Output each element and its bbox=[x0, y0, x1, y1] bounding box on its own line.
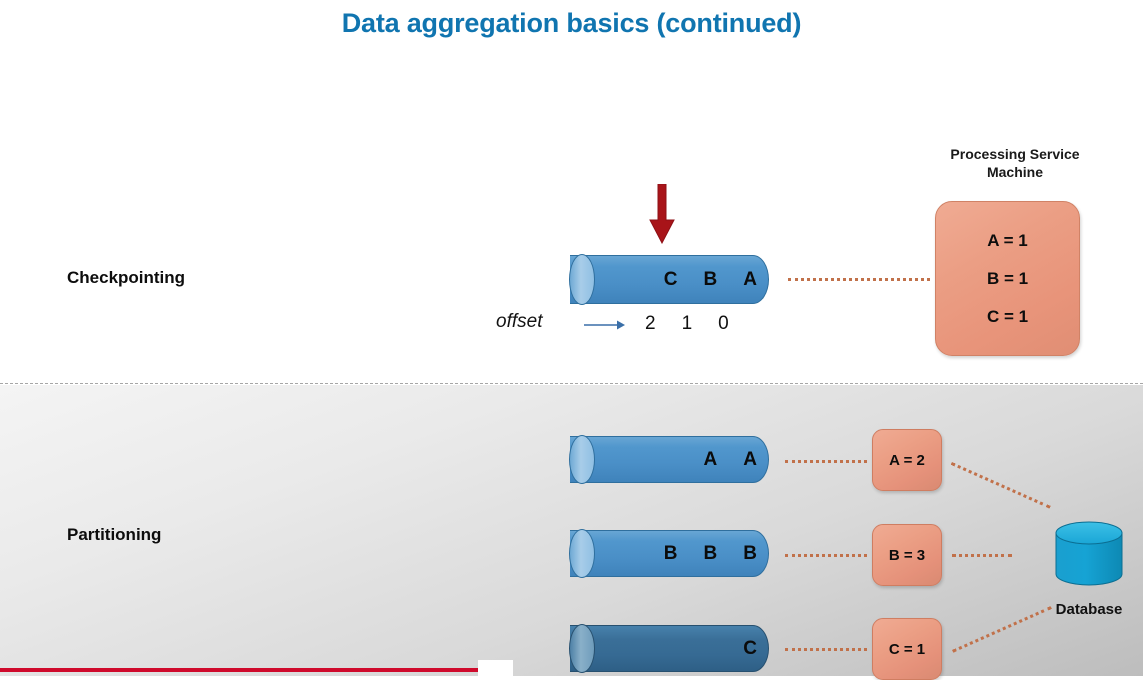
connector-partition-c bbox=[785, 648, 867, 651]
cylinder-end-cap bbox=[569, 624, 595, 673]
cylinder-end-cap bbox=[569, 435, 595, 484]
queue-letter: C bbox=[663, 268, 678, 290]
cylinder-body bbox=[570, 625, 769, 672]
queue-letter: A bbox=[743, 268, 757, 290]
psm-title-line2: Machine bbox=[986, 163, 1043, 180]
bottom-white-segment bbox=[478, 660, 513, 676]
psm-counter-row: A = 1 bbox=[987, 230, 1028, 250]
section-label-partitioning: Partitioning bbox=[67, 525, 162, 544]
queue-cylinder-partition-b: B B B bbox=[569, 529, 769, 578]
page-title: Data aggregation basics (continued) bbox=[341, 8, 802, 38]
connector-queue-to-processing-service bbox=[788, 278, 930, 281]
offset-label: offset bbox=[496, 311, 543, 332]
queue-letter: B bbox=[663, 542, 678, 564]
psm-title-line1: Processing Service bbox=[950, 146, 1080, 162]
count-box-c: C = 1 bbox=[872, 618, 942, 680]
queue-cylinder-partition-c: C bbox=[569, 624, 769, 673]
queue-letter: A bbox=[743, 448, 757, 470]
offset-values: 2 1 0 bbox=[645, 311, 757, 337]
queue-letters: B B B bbox=[664, 530, 757, 577]
section-label-checkpointing: Checkpointing bbox=[67, 268, 186, 287]
offset-value: 0 bbox=[718, 313, 729, 334]
queue-letter: A bbox=[703, 448, 718, 470]
bottom-accent-bar bbox=[0, 668, 478, 672]
queue-letters: C bbox=[743, 625, 757, 672]
section-divider bbox=[0, 383, 1143, 384]
offset-value: 1 bbox=[681, 313, 693, 334]
connector-b-to-database bbox=[952, 554, 1012, 557]
processing-service-machine-title: Processing Service Machine bbox=[920, 146, 1110, 181]
queue-letters: C B A bbox=[664, 255, 757, 304]
queue-cylinder-checkpointing: C B A bbox=[569, 254, 769, 305]
cylinder-end-cap bbox=[569, 254, 595, 305]
offset-right-arrow-icon bbox=[584, 318, 626, 332]
psm-counter-row: B = 1 bbox=[986, 268, 1029, 288]
queue-letter: B bbox=[703, 542, 718, 564]
connector-partition-a bbox=[785, 460, 867, 463]
database-icon bbox=[1054, 521, 1124, 586]
database-label: Database bbox=[1055, 601, 1123, 618]
queue-letter: C bbox=[743, 637, 757, 659]
queue-letters: A A bbox=[704, 436, 757, 483]
queue-cylinder-partition-a: A A bbox=[569, 435, 769, 484]
offset-value: 2 bbox=[645, 313, 656, 334]
connector-partition-b bbox=[785, 554, 867, 557]
cylinder-body bbox=[570, 436, 769, 483]
cylinder-end-cap bbox=[569, 529, 595, 578]
red-down-arrow-icon bbox=[649, 183, 675, 245]
count-box-a: A = 2 bbox=[872, 429, 942, 491]
count-box-b: B = 3 bbox=[872, 524, 942, 586]
psm-counter-row: C = 1 bbox=[986, 306, 1029, 326]
queue-letter: B bbox=[743, 542, 757, 564]
cylinder-body bbox=[570, 255, 769, 304]
checkpointing-panel: Checkpointing C B A offset 2 1 0 Process… bbox=[0, 56, 1143, 383]
cylinder-body bbox=[570, 530, 769, 577]
processing-service-machine-box: A = 1 B = 1 C = 1 bbox=[935, 201, 1080, 356]
queue-letter: B bbox=[703, 268, 718, 290]
